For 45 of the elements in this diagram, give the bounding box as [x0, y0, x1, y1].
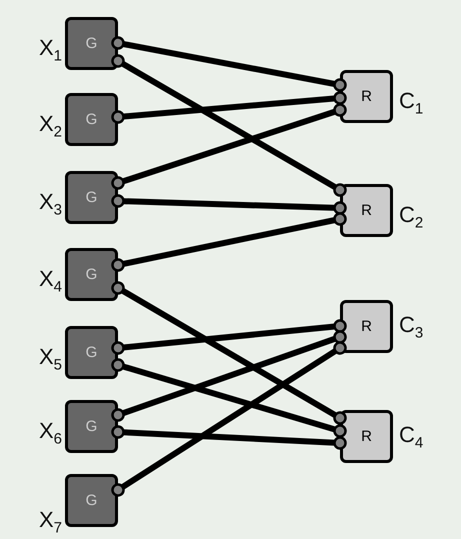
generator-box [65, 17, 118, 70]
generator-box [65, 248, 118, 301]
connector-line [111, 36, 347, 92]
variable-label: C$_{4}$ [399, 422, 424, 452]
box-label: G [86, 35, 98, 52]
connector-line [111, 330, 347, 422]
variable-label: C$_{3}$ [399, 312, 424, 342]
connector-line [111, 281, 347, 425]
connector-line [111, 212, 347, 272]
box-label: R [361, 88, 372, 105]
variable-label: X$_{6}$ [38, 418, 62, 448]
variable-label: X$_{7}$ [38, 507, 62, 536]
generator-box [65, 474, 118, 527]
box-label: G [86, 189, 98, 206]
connector-line [111, 341, 347, 497]
receiver-box [340, 410, 393, 463]
box-label: R [361, 428, 372, 445]
connector-line [111, 194, 347, 215]
box-label: R [361, 318, 372, 335]
connector-line [111, 103, 347, 190]
generator-box [65, 93, 118, 146]
connector-line [111, 358, 347, 438]
connector-line [111, 425, 347, 450]
variable-label: X$_{4}$ [38, 266, 62, 296]
box-label: G [86, 418, 98, 435]
connector-line [111, 319, 347, 355]
variable-label: C$_{1}$ [399, 88, 424, 118]
variable-label: X$_{5}$ [38, 344, 62, 374]
box-label: R [361, 202, 372, 219]
connector-line [111, 91, 347, 124]
box-label: G [86, 492, 98, 509]
box-label: G [86, 111, 98, 128]
variable-label: X$_{2}$ [38, 111, 62, 140]
receiver-box [340, 70, 393, 123]
variable-label: X$_{1}$ [38, 35, 62, 64]
variable-label: X$_{3}$ [38, 189, 62, 218]
receiver-box [340, 184, 393, 237]
receiver-box [340, 300, 393, 353]
generator-box [65, 171, 118, 224]
box-label: G [86, 344, 98, 361]
connector-line [111, 54, 347, 197]
generator-box [65, 400, 118, 453]
generator-box [65, 326, 118, 379]
box-label: G [86, 266, 98, 283]
variable-label: C$_{2}$ [399, 202, 424, 232]
